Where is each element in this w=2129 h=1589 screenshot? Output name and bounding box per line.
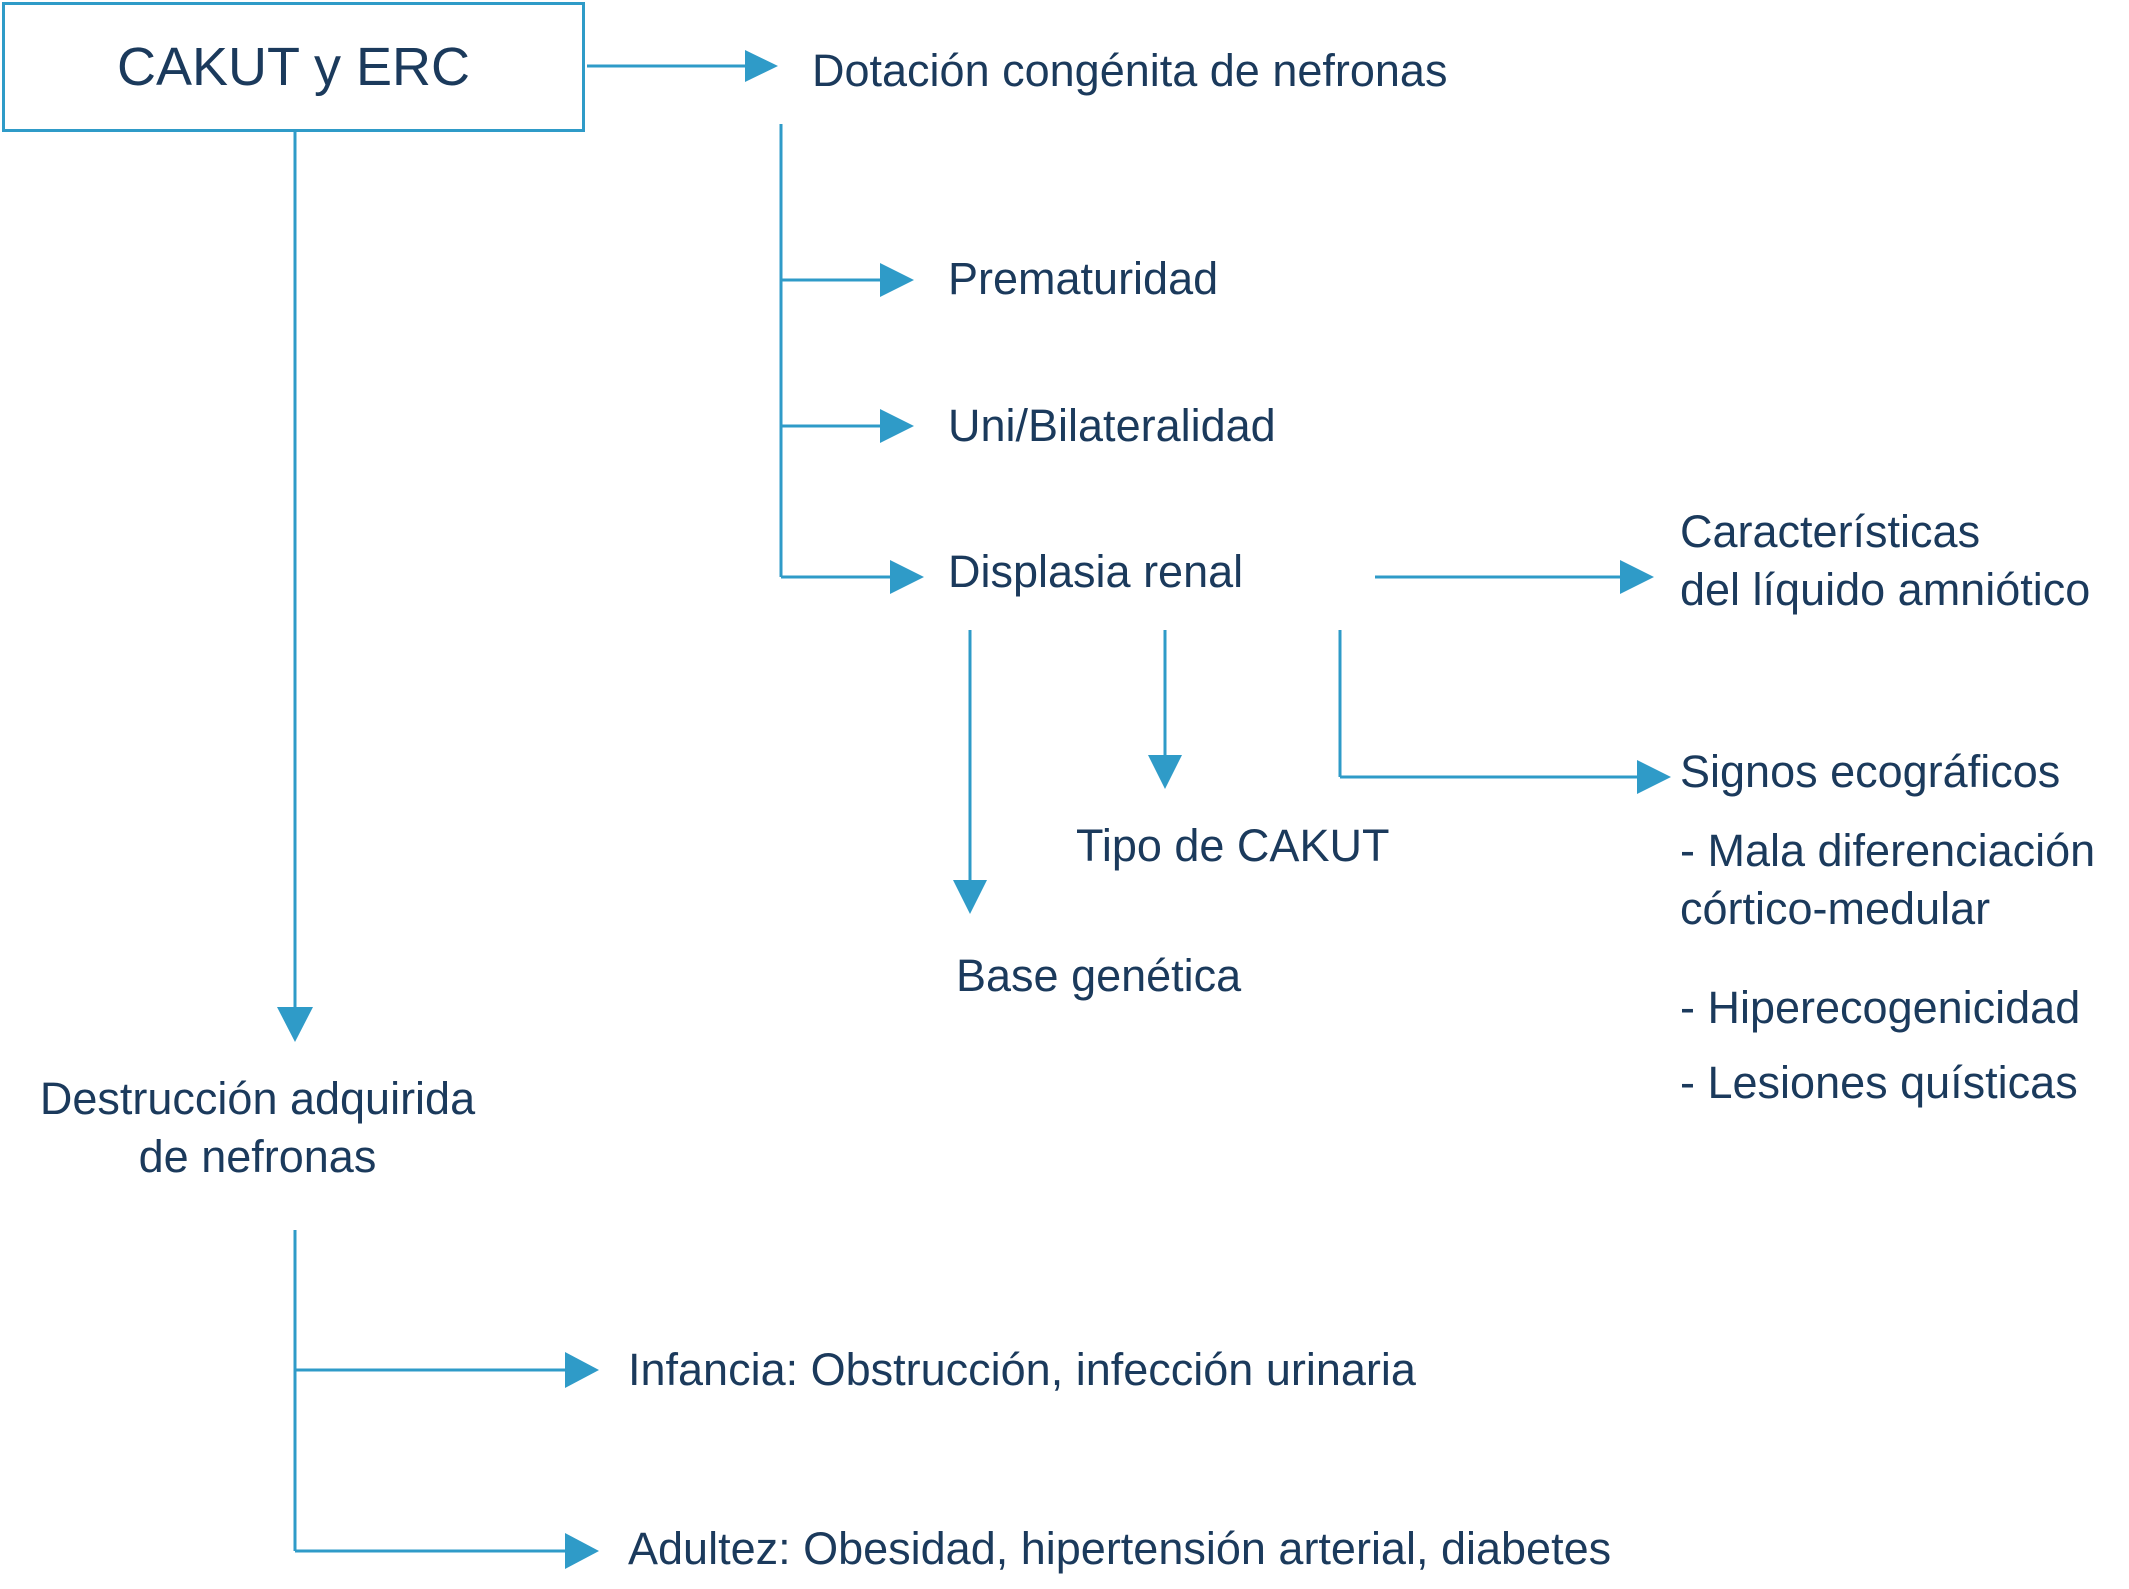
root-node: CAKUT y ERC — [2, 2, 585, 132]
acquired-title: Destrucción adquirida de nefronas — [20, 1070, 495, 1186]
dysplasia-node: Displasia renal — [948, 546, 1244, 597]
genetic-node: Base genética — [956, 950, 1242, 1001]
arrowhead — [565, 1533, 599, 1569]
acquired-title-line-2: de nefronas — [138, 1131, 377, 1182]
amniotic-line-1: Características — [1680, 506, 1981, 557]
adulthood-node: Adultez: Obesidad, hipertensión arterial… — [628, 1523, 1612, 1574]
arrowhead — [745, 50, 778, 82]
root-label: CAKUT y ERC — [116, 37, 471, 97]
arrowhead — [880, 409, 914, 443]
ultrasound-title: Signos ecográficos — [1680, 746, 2061, 797]
ultrasound-sign-1-line-2: córtico-medular — [1680, 883, 1991, 934]
prematurity-node: Prematuridad — [948, 253, 1219, 304]
arrowhead — [1637, 760, 1671, 794]
arrowhead — [1620, 560, 1654, 594]
amniotic-node: Características del líquido amniótico — [1680, 503, 2090, 619]
ultrasound-sign-1-line-1: - Mala diferenciación — [1680, 825, 2096, 876]
congenital-title: Dotación congénita de nefronas — [812, 45, 1448, 96]
arrowhead — [565, 1352, 599, 1388]
amniotic-line-2: del líquido amniótico — [1680, 564, 2091, 615]
cakut-type-node: Tipo de CAKUT — [1076, 820, 1390, 871]
arrowhead — [880, 263, 914, 297]
ultrasound-sign-item: - Hiperecogenicidad — [1680, 982, 2081, 1033]
arrowhead — [277, 1007, 313, 1042]
acquired-title-line-1: Destrucción adquirida — [39, 1073, 476, 1124]
arrowhead — [1148, 755, 1182, 789]
laterality-node: Uni/Bilateralidad — [948, 400, 1276, 451]
arrowhead — [890, 560, 924, 594]
arrowhead — [953, 880, 987, 914]
ultrasound-sign-item: - Mala diferenciación córtico-medular — [1680, 822, 2095, 938]
ultrasound-sign-item: - Lesiones quísticas — [1680, 1057, 2078, 1108]
childhood-node: Infancia: Obstrucción, infección urinari… — [628, 1344, 1416, 1395]
